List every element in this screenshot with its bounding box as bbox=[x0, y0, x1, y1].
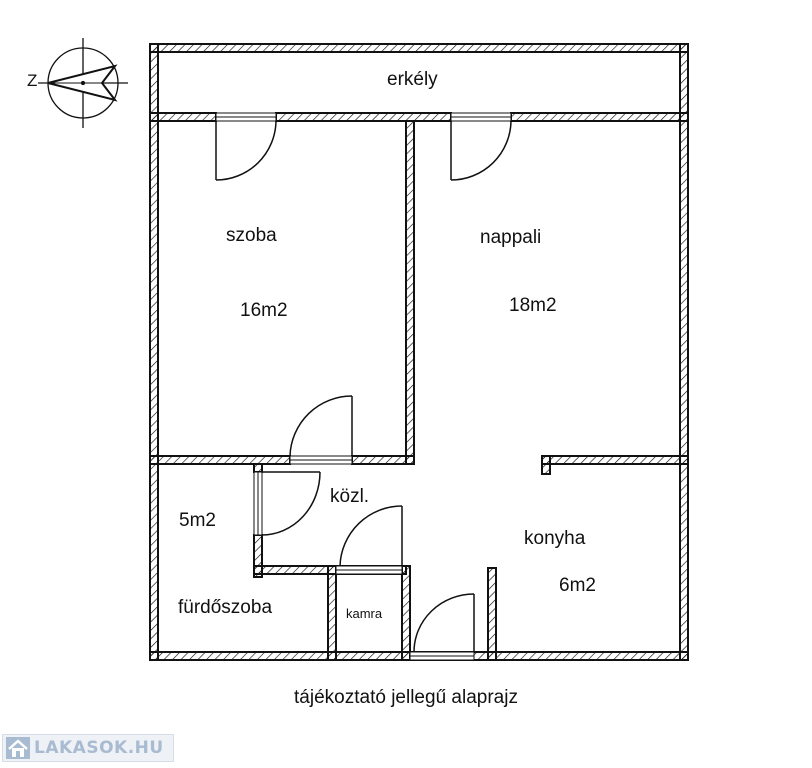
room-label-szoba: szoba bbox=[226, 225, 277, 246]
room-area-nappali: 18m2 bbox=[509, 295, 557, 316]
wall-balcony bbox=[510, 112, 689, 122]
compass-letter: Z bbox=[27, 71, 38, 90]
logo-text: LAKASOK.HU bbox=[34, 738, 164, 758]
door-bathroom bbox=[261, 471, 321, 536]
compass-icon bbox=[38, 38, 128, 128]
wall-balcony bbox=[275, 112, 452, 122]
door-szoba bbox=[289, 395, 353, 457]
room-label-kamra: kamra bbox=[346, 606, 383, 621]
wall-kitchen-left bbox=[487, 567, 497, 661]
room-label-kozl: közl. bbox=[330, 486, 370, 507]
wall-top bbox=[149, 43, 689, 53]
door-kamra bbox=[339, 505, 403, 567]
room-label-furdo: fürdőszoba bbox=[178, 597, 273, 618]
room-area-konyha: 6m2 bbox=[559, 575, 596, 596]
room-area-szoba: 16m2 bbox=[240, 300, 288, 321]
wall-left bbox=[149, 43, 159, 661]
house-icon bbox=[6, 737, 30, 759]
wall-balcony bbox=[149, 112, 217, 122]
wall-bath-right bbox=[253, 463, 263, 473]
wall-szoba-bottom bbox=[149, 455, 291, 465]
room-label-erkely: erkély bbox=[387, 69, 438, 90]
wall-kamra-right bbox=[401, 565, 411, 661]
door-szoba-balcony bbox=[215, 120, 277, 181]
wall-partition bbox=[405, 120, 415, 465]
doors bbox=[215, 120, 512, 653]
door-nappali-balcony bbox=[450, 120, 512, 181]
windows bbox=[215, 112, 512, 661]
site-logo[interactable]: LAKASOK.HU bbox=[2, 734, 174, 762]
wall-kitchen-top bbox=[541, 455, 689, 465]
wall-kitchen-stub bbox=[541, 455, 551, 475]
door-entrance bbox=[413, 593, 475, 653]
wall-kamra-left bbox=[327, 565, 337, 661]
wall-right bbox=[679, 43, 689, 661]
wall-szoba-bottom bbox=[351, 455, 415, 465]
room-area-furdo: 5m2 bbox=[179, 510, 216, 531]
plan-caption: tájékoztató jellegű alaprajz bbox=[294, 687, 518, 708]
room-label-konyha: konyha bbox=[524, 528, 586, 549]
room-label-nappali: nappali bbox=[480, 227, 542, 248]
walls bbox=[149, 43, 689, 661]
